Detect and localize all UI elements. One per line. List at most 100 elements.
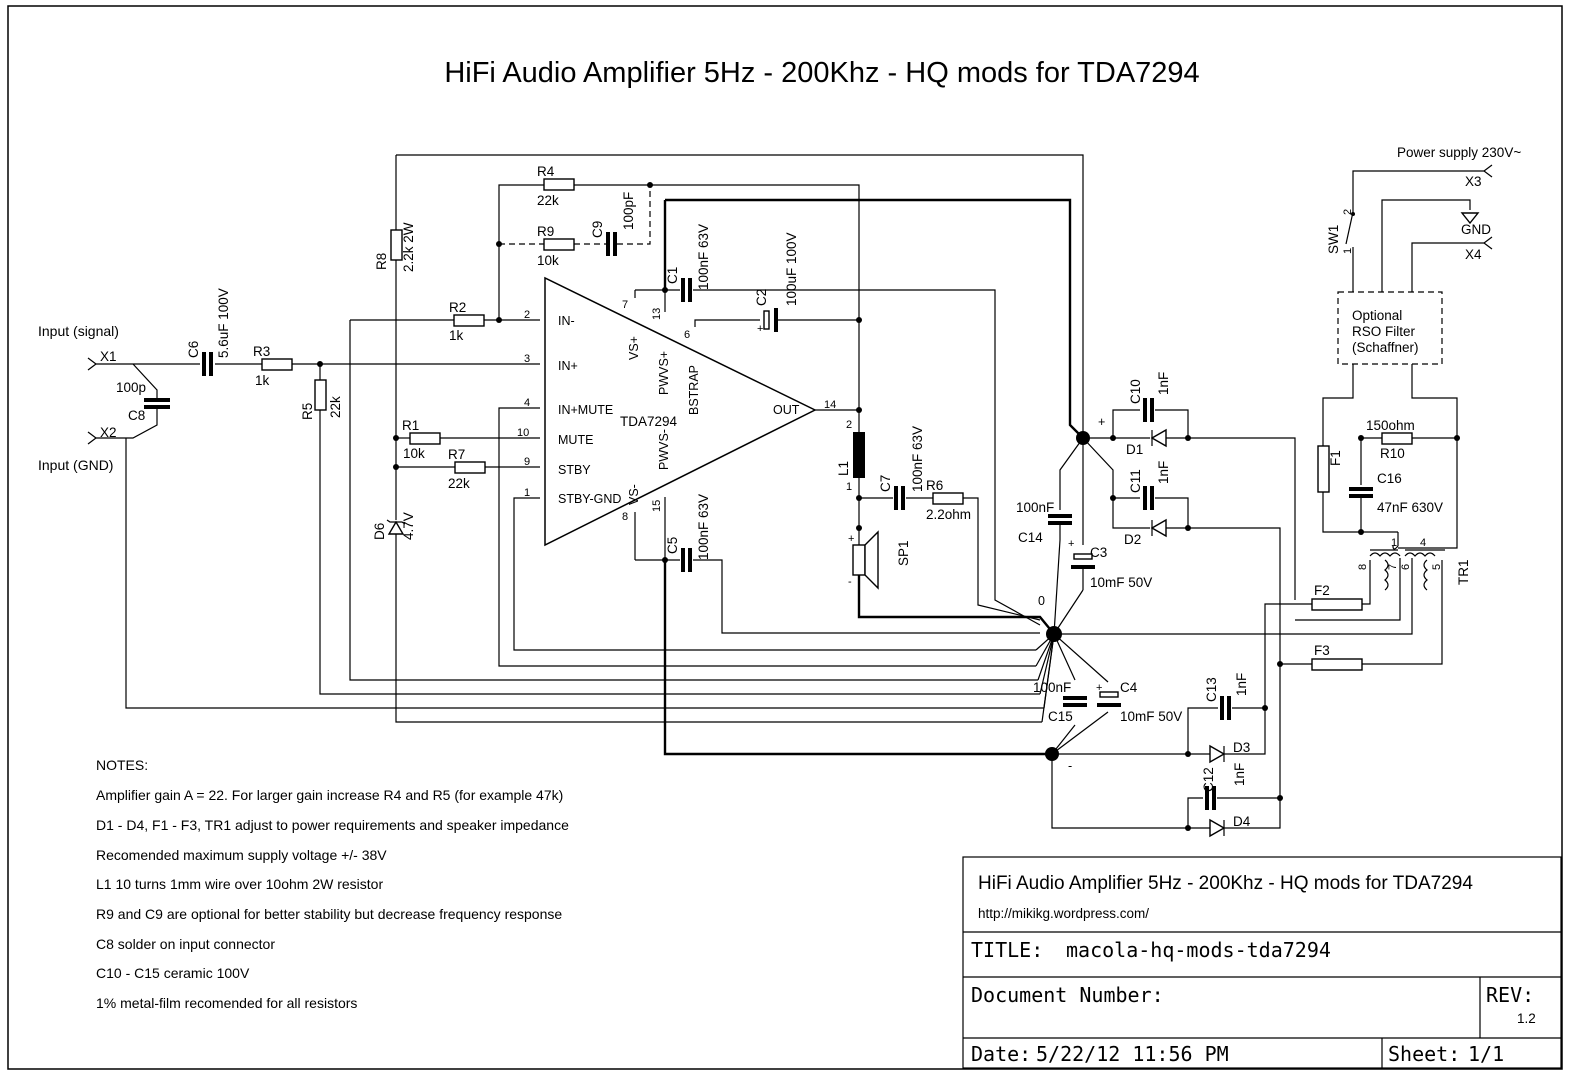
rectifier-bridge: C10 1nF D1 C11 1nF D2 (1051, 372, 1312, 838)
note-item: D1 - D4, F1 - F3, TR1 adjust to power re… (96, 817, 569, 833)
svg-text:150ohm: 150ohm (1366, 418, 1415, 433)
svg-text:F1: F1 (1328, 450, 1343, 466)
svg-text:9: 9 (524, 456, 530, 468)
svg-text:C8: C8 (128, 408, 145, 423)
svg-text:5.6uF 100V: 5.6uF 100V (216, 288, 231, 358)
svg-text:R6: R6 (926, 478, 943, 493)
resistor-r6: R6 2.2ohm (926, 478, 971, 522)
capacitor-c15: 100nF C15 (1033, 680, 1087, 724)
svg-text:7: 7 (622, 299, 628, 311)
svg-text:STBY-GND: STBY-GND (558, 492, 621, 506)
svg-text:100nF: 100nF (1016, 500, 1054, 515)
title-block: HiFi Audio Amplifier 5Hz - 200Khz - HQ m… (962, 856, 1562, 1069)
svg-text:+: + (1096, 682, 1102, 694)
svg-text:IN-: IN- (558, 314, 575, 328)
fuse-f1: F1 (1317, 445, 1343, 493)
capacitor-c6: C6 5.6uF 100V (186, 288, 231, 376)
svg-text:RSO Filter: RSO Filter (1352, 324, 1416, 339)
svg-text:100nF 63V: 100nF 63V (696, 224, 711, 290)
svg-text:8: 8 (1357, 564, 1369, 570)
capacitor-c3: + C3 10mF 50V (1068, 538, 1152, 590)
notes-heading: NOTES: (96, 757, 148, 773)
svg-text:100uF 100V: 100uF 100V (784, 232, 799, 306)
svg-text:1k: 1k (449, 328, 464, 343)
resistor-r5: R5 22k (300, 379, 343, 420)
svg-text:1nF: 1nF (1156, 461, 1171, 484)
svg-text:C15: C15 (1048, 709, 1073, 724)
ground-symbol: GND (1460, 212, 1491, 237)
svg-text:IN+: IN+ (558, 359, 578, 373)
svg-text:22k: 22k (328, 396, 343, 418)
svg-text:100nF 63V: 100nF 63V (910, 426, 925, 492)
input-section: Input (signal) Input (GND) X1 X2 100p C8… (38, 288, 1044, 709)
capacitor-c1: C1 100nF 63V (665, 224, 711, 302)
svg-text:+: + (757, 323, 763, 335)
capacitor-c9: C9 100pF (590, 192, 636, 256)
title-block-title: HiFi Audio Amplifier 5Hz - 200Khz - HQ m… (978, 873, 1473, 894)
svg-text:R2: R2 (449, 300, 466, 315)
svg-text:C10: C10 (1128, 379, 1143, 404)
svg-text:100pF: 100pF (621, 192, 636, 230)
feedback-network: R8 2.2k 2W D6 4.7V R1 10k R7 22k (349, 154, 1084, 723)
svg-text:R7: R7 (448, 447, 465, 462)
svg-text:22k: 22k (537, 193, 559, 208)
diode-d2: D2 (1124, 518, 1167, 547)
svg-text:1: 1 (1342, 248, 1354, 254)
connector-x1-label: X1 (100, 349, 117, 364)
svg-text:100nF: 100nF (1033, 680, 1071, 695)
svg-text:C6: C6 (186, 341, 201, 358)
note-item: C10 - C15 ceramic 100V (96, 965, 250, 981)
note-item: 1% metal-film recomended for all resisto… (96, 995, 357, 1011)
connector-x3-label: X3 (1465, 174, 1482, 189)
svg-text:10: 10 (517, 427, 529, 439)
svg-text:2.2ohm: 2.2ohm (926, 507, 971, 522)
svg-text:6: 6 (684, 329, 690, 341)
svg-text:6: 6 (1400, 564, 1412, 570)
svg-text:47nF 630V: 47nF 630V (1377, 500, 1443, 515)
rso-filter: Optional RSO Filter (Schaffner) (1337, 291, 1443, 365)
svg-text:C11: C11 (1128, 469, 1143, 493)
svg-text:SW1: SW1 (1326, 225, 1341, 254)
svg-text:C13: C13 (1204, 677, 1219, 702)
svg-text:1nF: 1nF (1234, 673, 1249, 696)
diode-d1: D1 (1126, 428, 1167, 457)
svg-text:2.2k 2W: 2.2k 2W (401, 222, 416, 272)
svg-text:C14: C14 (1018, 530, 1043, 545)
rev-value: 1.2 (1517, 1011, 1536, 1026)
diagram-title: HiFi Audio Amplifier 5Hz - 200Khz - HQ m… (444, 57, 1199, 89)
svg-text:+: + (1068, 538, 1074, 550)
svg-text:Optional: Optional (1352, 308, 1402, 323)
svg-text:PWVS+: PWVS+ (657, 351, 671, 395)
transformer-tr1: 1 4 8 7 6 5 TR1 (1357, 532, 1471, 600)
resistor-r10: 150ohm R10 (1366, 418, 1415, 461)
svg-text:R3: R3 (253, 344, 270, 359)
svg-text:R4: R4 (537, 164, 555, 179)
svg-text:14: 14 (824, 399, 836, 411)
svg-text:BSTRAP: BSTRAP (687, 365, 701, 415)
svg-text:100nF 63V: 100nF 63V (696, 494, 711, 560)
title-value: macola-hq-mods-tda7294 (1066, 938, 1331, 962)
svg-text:2: 2 (524, 309, 530, 321)
svg-text:4.7V: 4.7V (401, 512, 416, 540)
resistor-r4: R4 22k (537, 164, 575, 208)
svg-text:L1: L1 (836, 461, 851, 476)
svg-text:100p: 100p (116, 380, 146, 395)
diode-d4: D4 (1209, 814, 1251, 838)
svg-text:1: 1 (846, 481, 852, 493)
svg-text:C1: C1 (665, 267, 680, 284)
sheet-value: 1/1 (1468, 1042, 1504, 1066)
title-block-url: http://mikikg.wordpress.com/ (978, 906, 1149, 921)
inductor-l1: L1 2 1 (836, 419, 865, 493)
capacitor-c7: C7 100nF 63V (878, 426, 925, 510)
ic-tda7294: IN- IN+ IN+MUTE MUTE STBY STBY-GND TDA72… (517, 276, 859, 560)
note-item: Recomended maximum supply voltage +/- 38… (96, 847, 387, 863)
label-power-supply: Power supply 230V~ (1397, 145, 1521, 160)
svg-text:13: 13 (651, 308, 663, 320)
power-section: Power supply 230V~ X3 SW1 2 1 GND X4 Opt… (1280, 145, 1521, 671)
svg-text:C4: C4 (1120, 680, 1138, 695)
diode-d3: D3 (1209, 740, 1250, 764)
svg-text:2: 2 (846, 419, 852, 431)
svg-text:22k: 22k (448, 476, 470, 491)
svg-text:OUT: OUT (773, 403, 800, 417)
